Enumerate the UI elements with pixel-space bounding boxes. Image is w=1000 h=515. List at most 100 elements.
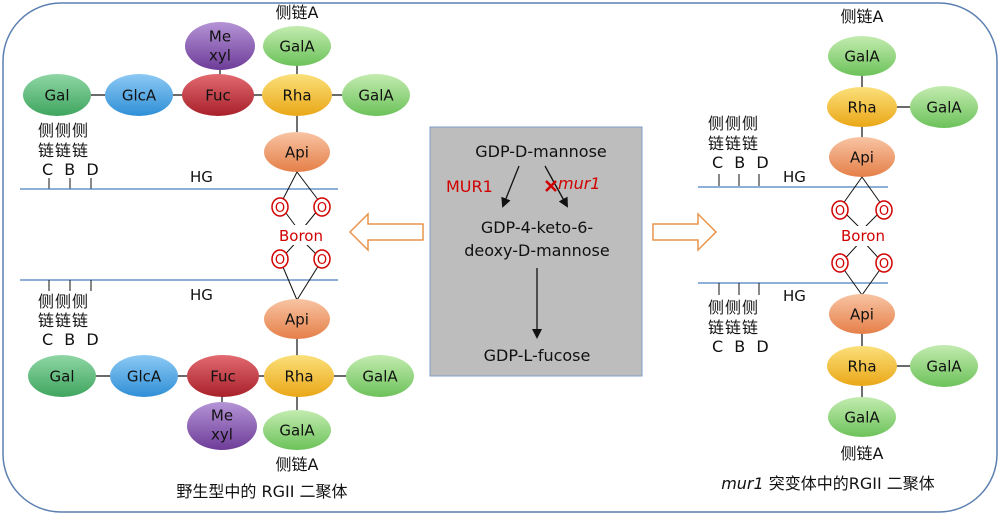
left-bottom-side-ce: 侧侧侧 [38,292,89,311]
left-top-gala-node [342,74,410,116]
pathway-start: GDP-D-mannose [475,142,607,161]
right-top-gala-side-node [828,36,896,76]
left-bottom-fuc-label: Fuc [210,368,236,386]
pathway-end: GDP-L-fucose [484,346,591,365]
left-bottom-gal-node [28,355,96,397]
left-bottom-fuc-node [187,355,259,397]
right-bottom-gala-label: GalA [926,358,962,376]
right-top-gala-node [910,86,978,128]
left-top-gal-node [23,74,91,116]
left-bottom-side-lian: 链链链 [38,311,89,330]
left-top-api-node [264,132,330,172]
pathway-intermediate-1: GDP-4-keto-6- [481,218,593,237]
left-wildtype-panel: Gal GlcA Fuc Rha GalA Me xyl GalA 侧链A Ap… [20,3,414,501]
right-bottom-api-label: Api [850,306,874,324]
left-top-side-ce: 侧侧侧 [38,121,89,140]
left-bottom-gala-side-node [263,410,331,450]
left-top-api-label: Api [285,144,309,162]
o-label: O [835,204,845,219]
left-top-glca-label: GlcA [122,87,157,105]
right-mutant-panel: 侧链A GalA Rha GalA Api 侧侧侧 链链链 C B D HG H… [698,7,978,493]
left-hg-top-label: HG [190,168,213,186]
right-bottom-gala-node [910,345,978,387]
left-top-gala-label: GalA [358,87,394,105]
left-bottom-glca-node [110,355,178,397]
pathway-box: GDP-D-mannose MUR1 mur1 GDP-4-keto-6- de… [429,126,643,377]
left-bottom-mexyl-label-1: Me [211,407,233,425]
left-top-gala-side-label: GalA [279,38,315,56]
o-label: O [317,253,327,268]
left-hg-bottom-label: HG [190,286,213,304]
left-bottom-side-chain-a-label: 侧链A [276,455,319,474]
left-top-gal-label: Gal [45,87,70,105]
o-label: O [879,257,889,272]
left-boron-complex: Boron [270,171,332,301]
boron-oxygen-labels: O O O O O O O O [275,201,889,272]
right-bottom-side-cbd: C B D [712,337,772,356]
left-top-rha-node [262,74,332,116]
left-bottom-gala-label: GalA [362,368,398,386]
left-top-mexyl-label-2: xyl [209,47,231,65]
left-top-gala-side-node [263,26,331,66]
right-hg-top-label: HG [783,168,806,186]
left-bottom-rha-node [264,355,334,397]
right-bottom-side-chain-a-label: 侧链A [841,444,884,463]
left-bottom-side-cbd: C B D [42,330,102,349]
right-top-side-chain-a-label: 侧链A [841,7,884,26]
left-top-glca-node [105,74,173,116]
left-caption: 野生型中的 RGII 二聚体 [176,482,347,501]
right-bottom-rha-label: Rha [847,358,876,376]
left-open-arrow [348,212,424,252]
o-label: O [275,253,285,268]
pathway-intermediate-2: deoxy-D-mannose [464,241,609,260]
pathway-enzyme: MUR1 [446,177,493,196]
left-bottom-gala-side-label: GalA [279,422,315,440]
right-open-arrow [652,212,718,252]
left-bottom-rha-label: Rha [284,368,313,386]
right-caption: mur1 突变体中的RGII 二聚体 [721,474,935,493]
right-caption-italic: mur1 [721,474,763,493]
right-hg-bottom-label: HG [783,287,806,305]
right-bottom-side-lian: 链链链 [708,318,759,337]
left-bottom-mexyl-node [187,402,257,450]
left-top-side-cbd: C B D [42,160,102,179]
right-bottom-rha-node [827,346,897,386]
left-top-side-lian: 链链链 [38,141,89,160]
o-label: O [275,201,285,216]
left-top-mexyl-label-1: Me [209,28,231,46]
right-top-api-node [829,137,895,177]
right-top-rha-label: Rha [847,99,876,117]
left-top-fuc-node [182,74,254,116]
left-bottom-api-label: Api [285,311,309,329]
right-top-gala-label: GalA [926,99,962,117]
o-label: O [835,257,845,272]
pathway-mutant: mur1 [558,174,600,193]
left-bottom-api-node [264,299,330,339]
right-bottom-side-ce: 侧侧侧 [708,298,759,317]
right-boron-complex: Boron [831,176,894,296]
left-bottom-glca-label: GlcA [127,368,162,386]
left-top-side-chain-a-label: 侧链A [276,3,319,22]
left-bottom-mexyl-label-2: xyl [211,426,233,444]
left-top-rha-label: Rha [282,87,311,105]
right-top-side-ce: 侧侧侧 [708,114,759,133]
right-bottom-gala-side-node [828,397,896,437]
o-label: O [879,204,889,219]
right-bottom-gala-side-label: GalA [844,409,880,427]
block-cross-icon [545,180,557,192]
left-bottom-gala-node [346,355,414,397]
right-bottom-api-node [829,294,895,334]
left-top-mexyl-node [185,22,255,70]
right-top-side-lian: 链链链 [708,134,759,153]
right-top-gala-side-label: GalA [844,48,880,66]
left-top-fuc-label: Fuc [205,87,231,105]
left-bottom-gal-label: Gal [50,368,75,386]
right-boron-label: Boron [841,227,885,245]
right-top-rha-node [827,87,897,127]
right-top-side-cbd: C B D [712,153,772,172]
left-boron-label: Boron [279,227,323,245]
right-top-api-label: Api [850,149,874,167]
o-label: O [317,201,327,216]
